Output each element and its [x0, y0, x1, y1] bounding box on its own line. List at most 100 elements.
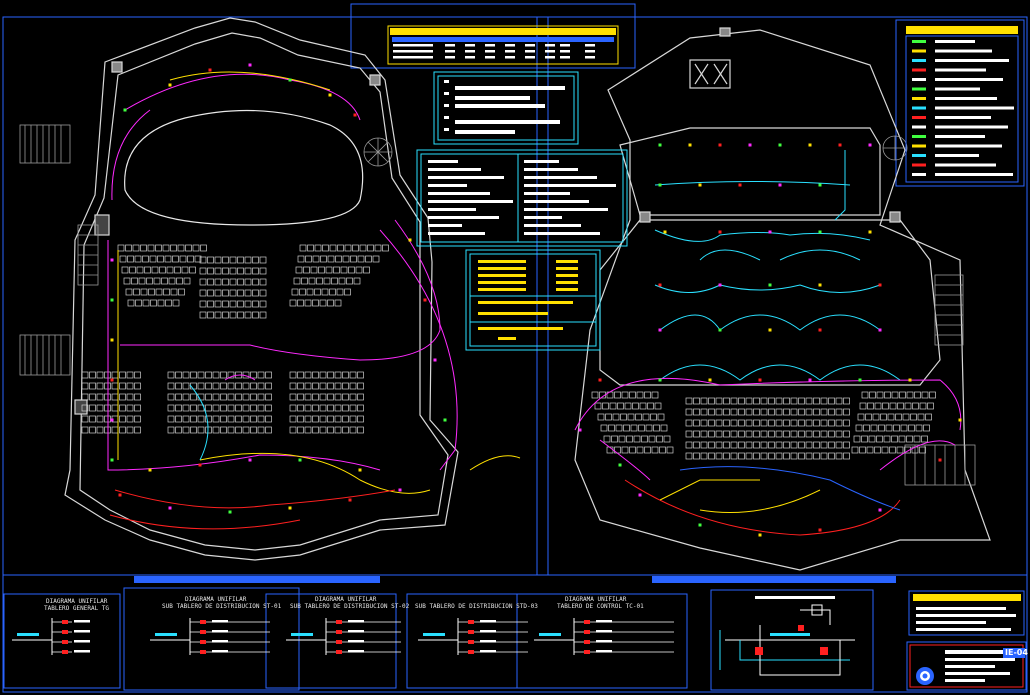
seat [861, 391, 869, 399]
circuit-breaker-icon [584, 650, 590, 654]
seat [227, 404, 235, 412]
seat [336, 288, 344, 296]
luminaire-icon [688, 143, 692, 147]
sld-tc01-title: DIAGRAMA UNIFILAR [565, 596, 627, 603]
seat [229, 278, 237, 286]
luminaire-icon [818, 328, 822, 332]
left-stage [124, 109, 364, 226]
seat [334, 299, 342, 307]
seat [182, 404, 190, 412]
seat [207, 289, 214, 297]
seat [220, 404, 227, 412]
seat [730, 430, 738, 438]
seat [134, 255, 142, 263]
plan-title-bars [134, 576, 896, 583]
seat [798, 419, 805, 427]
seat [685, 397, 693, 405]
seat [327, 255, 335, 263]
seat [357, 371, 364, 379]
seat [167, 415, 175, 423]
seat [222, 311, 229, 319]
seat [685, 441, 693, 449]
seat [126, 382, 134, 390]
seat [252, 311, 259, 319]
seat [185, 244, 192, 252]
luminaire-icon [618, 463, 622, 467]
seat [859, 402, 867, 410]
seat [775, 397, 783, 405]
seat [320, 255, 327, 263]
luminaire-icon [708, 378, 712, 382]
seat [783, 408, 790, 416]
seat [914, 391, 921, 399]
seat [738, 441, 745, 449]
seat [117, 244, 125, 252]
seat [220, 382, 227, 390]
luminaire-icon [328, 93, 332, 97]
seat [144, 266, 151, 274]
seat [820, 430, 828, 438]
circuit-breaker-icon [62, 640, 68, 644]
seat [250, 393, 257, 401]
seat [190, 371, 197, 379]
seat [700, 408, 708, 416]
seat [902, 413, 910, 421]
seat [304, 382, 312, 390]
seat [636, 391, 644, 399]
seat [212, 393, 220, 401]
seat [798, 408, 805, 416]
circuit-breaker-icon [200, 630, 206, 634]
seat [641, 435, 648, 443]
seat [304, 299, 312, 307]
seat [252, 289, 259, 297]
seat [921, 435, 928, 443]
luminaire-icon [698, 183, 702, 187]
seat [297, 393, 304, 401]
seat [357, 382, 364, 390]
luminaire-icon [398, 488, 402, 492]
luminaire-icon [818, 283, 822, 287]
circuit-breaker-icon [336, 630, 342, 634]
seat [820, 441, 828, 449]
seat [182, 382, 190, 390]
luminaire-icon [598, 378, 602, 382]
seat [342, 255, 350, 263]
seat [265, 426, 272, 434]
legend-table [905, 26, 1019, 183]
seat [242, 415, 250, 423]
seat [730, 452, 738, 460]
seat [760, 397, 768, 405]
seat [642, 413, 650, 421]
seat [237, 289, 244, 297]
seat [917, 413, 925, 421]
seat [162, 244, 170, 252]
seat [651, 391, 659, 399]
seat [363, 266, 370, 274]
seat [119, 393, 126, 401]
seat [891, 391, 899, 399]
seat [790, 397, 798, 405]
seat [927, 402, 934, 410]
seat [190, 393, 197, 401]
seat [167, 404, 175, 412]
seat [175, 415, 182, 423]
seat [297, 426, 304, 434]
seat [237, 311, 244, 319]
seat [768, 452, 775, 460]
seat [353, 277, 361, 285]
seat [307, 244, 314, 252]
seat [172, 299, 180, 307]
seat [617, 402, 624, 410]
seat [745, 397, 753, 405]
luminaire-icon [168, 506, 172, 510]
seat [304, 393, 312, 401]
seat [235, 404, 242, 412]
seat [855, 424, 863, 432]
seat [805, 452, 813, 460]
seat [134, 393, 141, 401]
seat [738, 408, 745, 416]
seat [910, 413, 917, 421]
symbols-table [913, 594, 1021, 631]
